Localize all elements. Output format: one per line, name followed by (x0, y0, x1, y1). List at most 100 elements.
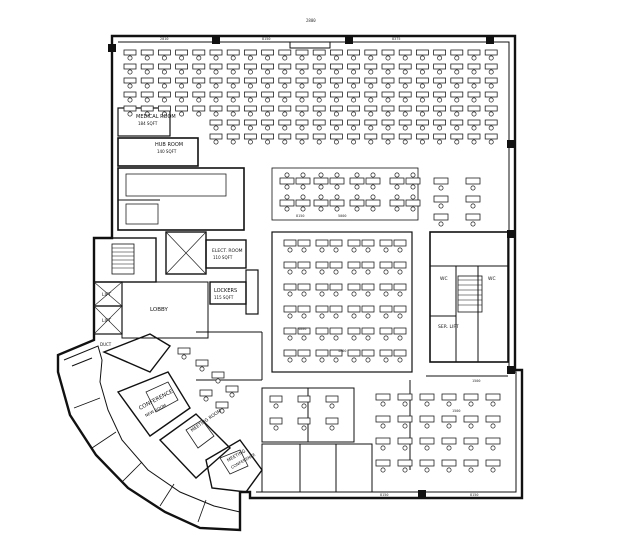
desk (398, 133, 412, 140)
desk (295, 91, 309, 98)
chair (213, 111, 219, 117)
desk (278, 49, 292, 56)
chair (299, 55, 305, 61)
chair (229, 392, 235, 398)
desk (192, 77, 206, 84)
desk (295, 63, 309, 70)
chair (454, 97, 460, 103)
chair (179, 55, 185, 61)
chair (333, 269, 339, 275)
chair (424, 467, 430, 473)
chair (319, 313, 325, 319)
desk (415, 119, 429, 126)
desk (433, 77, 447, 84)
chair (284, 172, 290, 178)
chair (385, 111, 391, 117)
chair (127, 83, 133, 89)
chair (402, 97, 408, 103)
label-lockers-area: 115 SQFT (214, 295, 234, 300)
chair (287, 291, 293, 297)
label-duct: DUCT (100, 342, 112, 347)
desk (175, 49, 189, 56)
chair (179, 69, 185, 75)
chair (230, 139, 236, 145)
chair (351, 247, 357, 253)
desk (433, 213, 449, 221)
chair (437, 125, 443, 131)
chair (334, 206, 340, 212)
chair (273, 403, 279, 409)
desk (278, 63, 292, 70)
desk (243, 49, 257, 56)
chair (354, 194, 360, 200)
chair (265, 111, 271, 117)
desk (361, 327, 375, 335)
chair (319, 291, 325, 297)
chair (282, 69, 288, 75)
chair (365, 291, 371, 297)
desk (278, 91, 292, 98)
chair (265, 125, 271, 131)
desk (433, 105, 447, 112)
desk (312, 133, 326, 140)
desk (329, 199, 345, 207)
chair (488, 69, 494, 75)
desk (243, 133, 257, 140)
chair (402, 55, 408, 61)
chair (488, 125, 494, 131)
desk (433, 91, 447, 98)
desk (315, 239, 329, 247)
chair (419, 55, 425, 61)
desk (226, 49, 240, 56)
desk (433, 49, 447, 56)
dim-right-2: 1500 (472, 379, 480, 383)
chair (370, 206, 376, 212)
chair (282, 139, 288, 145)
chair (161, 55, 167, 61)
desk (347, 327, 361, 335)
chair (282, 97, 288, 103)
desk (209, 77, 223, 84)
desk (312, 105, 326, 112)
chair (394, 172, 400, 178)
chair (410, 206, 416, 212)
desk (347, 63, 361, 70)
label-lift-1: LIFT (102, 292, 111, 298)
chair (365, 313, 371, 319)
desk (312, 63, 326, 70)
desk (347, 349, 361, 357)
desk (398, 63, 412, 70)
chair (215, 378, 221, 384)
chair (454, 125, 460, 131)
desk (347, 261, 361, 269)
desk (329, 49, 343, 56)
chair (213, 97, 219, 103)
desk (463, 415, 479, 423)
desk (415, 63, 429, 70)
chair (354, 172, 360, 178)
chair (380, 423, 386, 429)
chair (402, 139, 408, 145)
desk (295, 77, 309, 84)
desk (375, 393, 391, 401)
chair (470, 203, 476, 209)
chair (299, 125, 305, 131)
desk (389, 199, 405, 207)
chair (419, 139, 425, 145)
desk (433, 133, 447, 140)
desk (361, 239, 375, 247)
chair (368, 83, 374, 89)
chair (419, 97, 425, 103)
desk (441, 415, 457, 423)
desk (297, 305, 311, 313)
chair (334, 194, 340, 200)
chair (287, 357, 293, 363)
desk (329, 91, 343, 98)
dimension-labels: 2800 2010 8150 8375 8150 5000 4800 4800 … (160, 18, 480, 497)
chair (351, 269, 357, 275)
desk (329, 261, 343, 269)
chair (213, 55, 219, 61)
chair (380, 467, 386, 473)
chair (318, 172, 324, 178)
